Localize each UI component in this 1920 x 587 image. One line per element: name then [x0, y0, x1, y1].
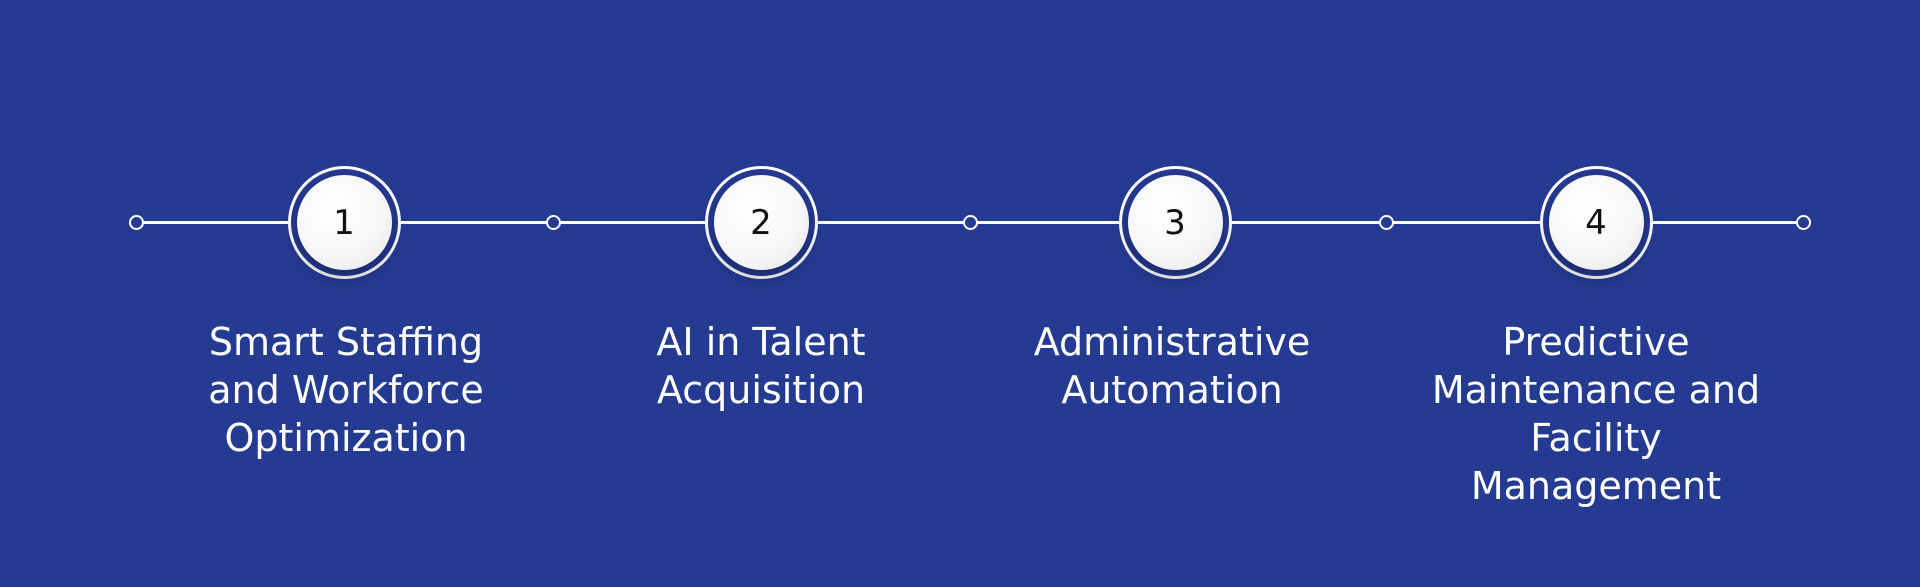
step-4-label: Predictive Maintenance and Facility Mana… — [1431, 320, 1761, 508]
timeline-node-start — [128, 215, 144, 230]
step-3-number: 3 — [1164, 202, 1186, 243]
step-4-circle: 4 — [1539, 166, 1653, 279]
step-3-label: Administrative Automation — [1033, 320, 1311, 412]
step-1-circle: 1 — [287, 166, 401, 279]
timeline-node-1-2 — [545, 215, 561, 230]
step-2-badge: 2 — [713, 175, 809, 270]
timeline-node-3-4 — [1378, 215, 1394, 230]
step-1-label: Smart Staffing and Workforce Optimizatio… — [208, 320, 484, 460]
step-1-number: 1 — [333, 202, 355, 243]
step-4-badge: 4 — [1548, 175, 1644, 270]
step-3-badge: 3 — [1127, 175, 1223, 270]
step-2-number: 2 — [750, 202, 772, 243]
step-2-label: AI in Talent Acquisition — [656, 320, 866, 412]
step-1-badge: 1 — [296, 175, 392, 270]
timeline-node-2-3 — [962, 215, 978, 230]
step-4-number: 4 — [1585, 202, 1607, 243]
step-3-circle: 3 — [1118, 166, 1232, 279]
step-2-circle: 2 — [704, 166, 818, 279]
timeline-node-end — [1795, 215, 1811, 230]
